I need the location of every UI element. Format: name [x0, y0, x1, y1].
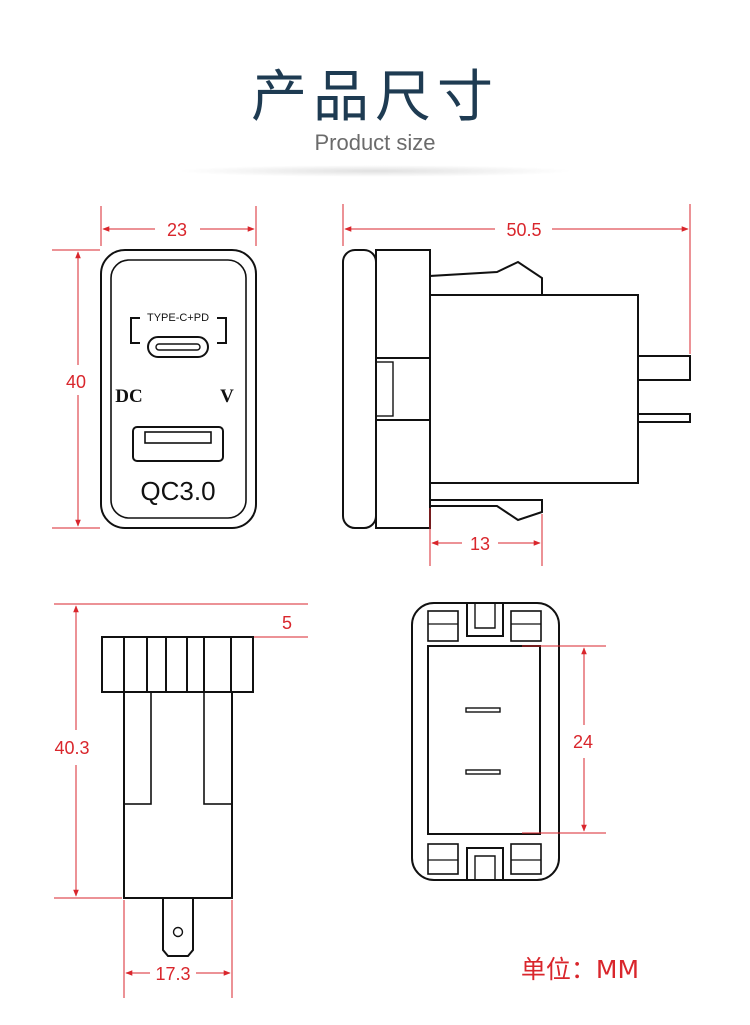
bottom-width-dimension: 17.3 — [155, 964, 190, 984]
side-flange-notch — [375, 357, 431, 421]
back-pin-top — [465, 707, 501, 713]
side-flange-tab — [375, 361, 394, 417]
side-terminal-top — [637, 355, 691, 381]
back-top-latch — [466, 603, 504, 637]
back-outer-outline — [411, 602, 560, 881]
bottom-height-dimension: 40.3 — [54, 738, 89, 758]
bottom-clip-right — [203, 691, 233, 805]
qc-label: QC3.0 — [140, 476, 215, 506]
side-view — [342, 249, 691, 529]
back-top-left-tab — [427, 610, 459, 642]
volt-label: V — [220, 386, 234, 407]
side-flange — [375, 249, 431, 529]
front-width-dimension: 23 — [167, 220, 187, 240]
bottom-clip-left — [123, 691, 152, 805]
bottom-view — [101, 636, 254, 957]
flange-dimension: 5 — [282, 613, 292, 633]
front-dimensions — [52, 206, 257, 529]
side-body — [429, 294, 639, 484]
side-dimensions — [342, 204, 691, 566]
dc-label: DC — [115, 386, 142, 407]
typec-bracket-left — [130, 317, 140, 344]
bottom-dimensions — [54, 603, 308, 998]
back-dimensions — [522, 645, 606, 834]
bottom-terminal — [162, 898, 194, 957]
bottom-body — [123, 691, 233, 899]
typec-port-tongue — [155, 343, 201, 351]
page-title: 产品尺寸 — [251, 65, 499, 130]
usb-a-port-tongue — [144, 431, 212, 444]
typec-port-icon — [147, 336, 209, 358]
page-subtitle: Product size — [314, 130, 436, 155]
typec-label: TYPE-C+PD — [147, 312, 209, 324]
back-bottom-latch — [466, 847, 504, 880]
front-outer-outline — [100, 249, 257, 529]
back-inner-dimension: 24 — [573, 732, 593, 752]
back-view — [411, 602, 560, 881]
side-length-dimension: 50.5 — [506, 220, 541, 240]
back-body — [427, 645, 541, 835]
side-top-clip — [429, 260, 543, 295]
back-bottom-left-tab — [427, 843, 459, 875]
side-clip-dimension: 13 — [470, 534, 490, 554]
front-height-dimension: 40 — [66, 372, 86, 392]
side-bottom-clip — [429, 483, 543, 522]
unit-label: 单位：MM — [521, 955, 639, 984]
bottom-terminal-hole — [172, 926, 184, 938]
front-inner-outline — [110, 259, 247, 519]
title-divider-shadow — [175, 165, 575, 177]
side-face-plate — [342, 249, 377, 529]
back-top-right-tab — [510, 610, 542, 642]
side-terminal-bottom — [637, 413, 691, 423]
usb-a-port-icon — [132, 426, 224, 462]
front-view — [100, 249, 257, 529]
typec-bracket-right — [217, 317, 227, 344]
back-pin-bottom — [465, 769, 501, 775]
back-bottom-right-tab — [510, 843, 542, 875]
